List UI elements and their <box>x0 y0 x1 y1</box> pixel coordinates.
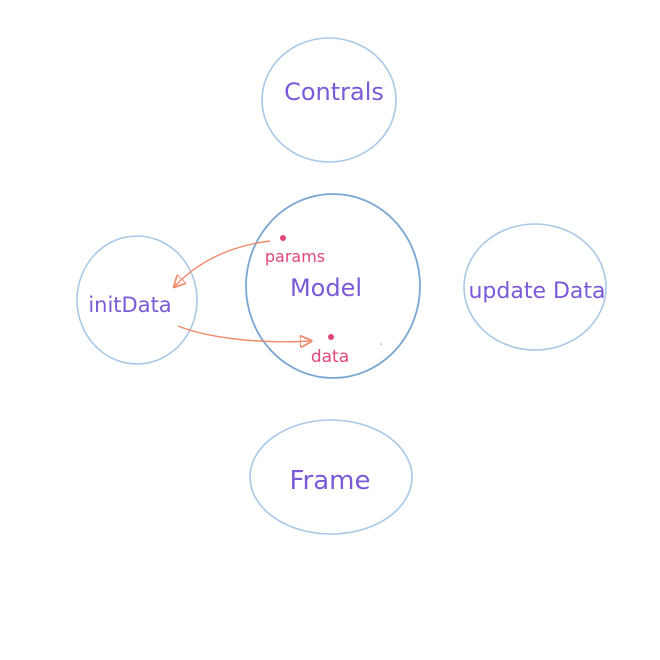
params-dot <box>280 235 286 241</box>
model-node: Model <box>245 193 421 379</box>
model-label: Model <box>290 274 362 302</box>
data-port: data <box>311 334 349 367</box>
arrow-initdata-to-data <box>177 325 310 342</box>
model-circle <box>245 193 421 379</box>
controls-label: Contrals <box>284 78 384 106</box>
params-label: params <box>265 247 325 266</box>
controls-node: Contrals <box>261 37 397 163</box>
update-data-circle <box>463 223 607 351</box>
arrow-params-to-initdata <box>175 240 271 286</box>
stray-dot <box>380 343 382 345</box>
data-dot <box>328 334 334 340</box>
update-data-node: update Data <box>463 223 607 351</box>
init-data-circle <box>76 235 198 365</box>
init-data-node: initData <box>76 235 198 365</box>
frame-node: Frame <box>249 419 413 535</box>
init-data-label: initData <box>88 293 171 317</box>
data-label: data <box>311 347 349 367</box>
params-port: params <box>265 235 325 266</box>
update-data-label: update Data <box>468 279 605 304</box>
frame-circle <box>249 419 413 535</box>
controls-circle <box>261 37 397 163</box>
frame-label: Frame <box>289 466 370 496</box>
